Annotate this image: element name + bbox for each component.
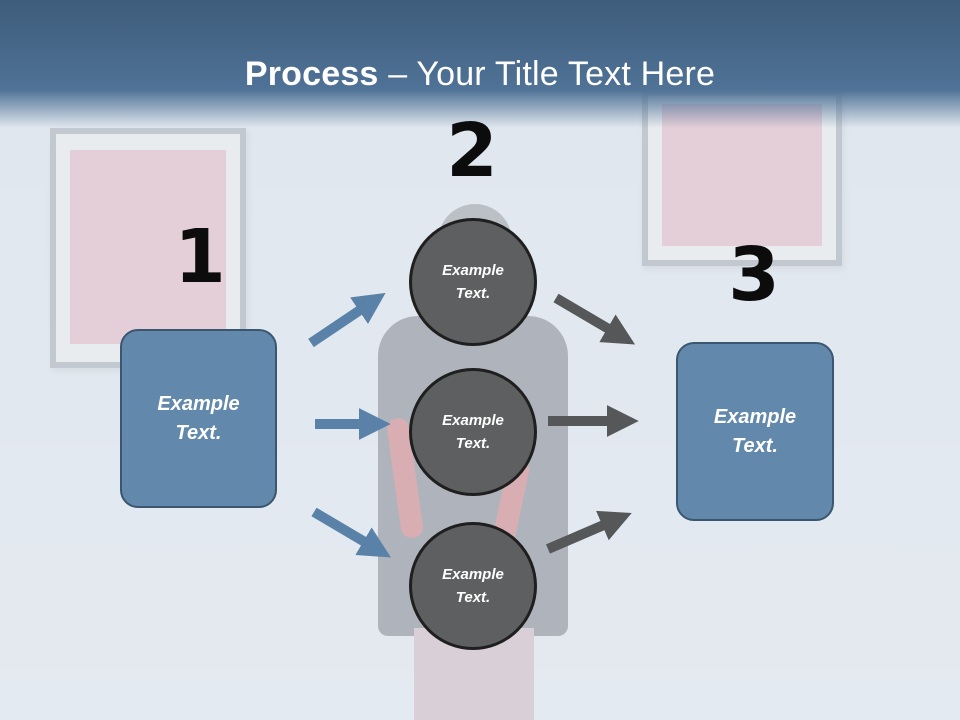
circle-middle-text: Example Text. [442, 412, 504, 452]
step-number-3: 3 [728, 232, 780, 318]
circle-top-text: Example Text. [442, 262, 504, 302]
process-circle-top[interactable]: Example Text. [409, 218, 537, 346]
arrow-from-top-circle [553, 293, 636, 345]
title-bold: Process [244, 55, 379, 93]
process-circle-middle[interactable]: Example Text. [409, 368, 537, 496]
box-left-text: Example Text. [157, 392, 240, 444]
title-rest: – Your Title Text Here [378, 55, 716, 93]
arrow-to-bottom-circle [311, 507, 392, 558]
slide-title: Process – Your Title Text Here [0, 52, 960, 96]
step-number-2: 2 [446, 108, 498, 194]
box-right-text: Example Text. [713, 405, 797, 457]
step-number-1: 1 [174, 214, 226, 300]
arrow-from-bottom-circle [546, 510, 632, 554]
circle-bottom-text: Example Text. [442, 566, 504, 606]
process-circle-bottom[interactable]: Example Text. [409, 522, 537, 650]
process-box-left[interactable]: Example Text. [120, 329, 277, 508]
title-bar [0, 0, 960, 128]
arrow-to-top-circle [308, 292, 386, 348]
process-box-right[interactable]: Example Text. [676, 342, 834, 521]
